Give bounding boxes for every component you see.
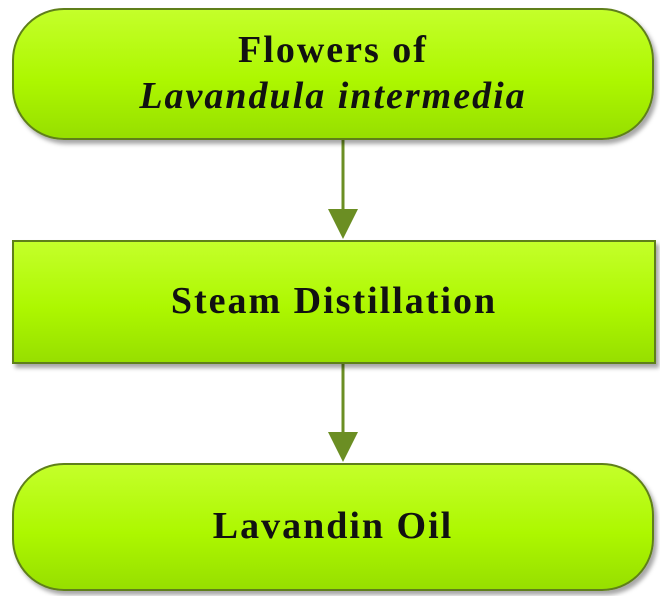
node-flowers-line-2: Lavandula intermedia <box>139 75 527 117</box>
node-oil-label: Lavandin Oil <box>212 505 454 548</box>
node-steam-distillation: Steam Distillation <box>12 240 656 364</box>
node-flowers-line-1: Flowers of <box>238 29 428 72</box>
node-flowers: Flowers of Lavandula intermedia <box>12 8 654 140</box>
node-lavandin-oil: Lavandin Oil <box>12 463 654 591</box>
node-steam-label: Steam Distillation <box>170 280 498 323</box>
